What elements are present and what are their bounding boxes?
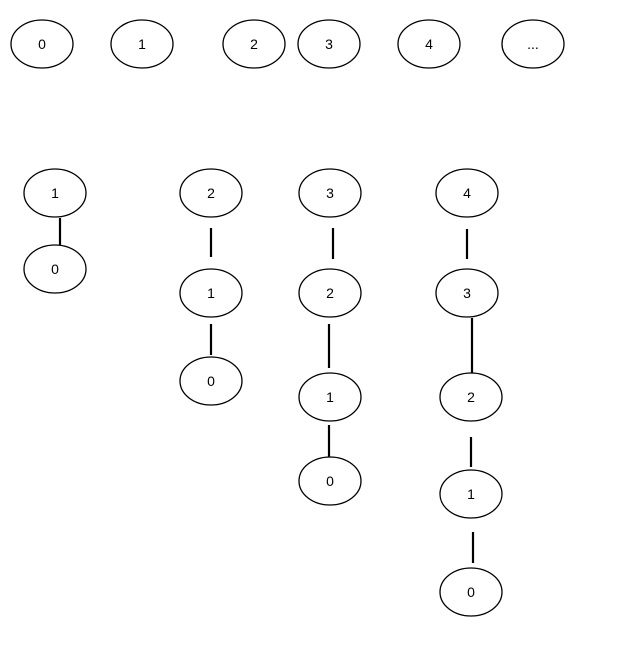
chain-3-node-0-ellipse [435, 168, 499, 218]
chain-1-node-0: 2 [179, 168, 243, 218]
chain-0: 10 [23, 168, 87, 294]
chain-3-node-0-label: 4 [463, 185, 471, 201]
chain-2-node-0: 3 [298, 168, 362, 218]
chain-0-node-1-ellipse [23, 244, 87, 294]
top-node-4: 4 [397, 19, 461, 69]
chain-3-node-3-ellipse [439, 469, 503, 519]
top-row-nodes: 0 1 2 3 4... [10, 19, 565, 69]
chain-1-node-1-label: 1 [207, 285, 215, 301]
chain-2-node-3: 0 [298, 456, 362, 506]
chain-2-node-3-ellipse [298, 456, 362, 506]
chain-0-node-0: 1 [23, 168, 87, 218]
top-node-4-ellipse [397, 19, 461, 69]
chain-3-node-2-ellipse [439, 372, 503, 422]
top-node-1-label: 1 [138, 36, 146, 52]
chain-3-node-4-ellipse [439, 567, 503, 617]
chain-2-node-0-ellipse [298, 168, 362, 218]
chain-1-node-2: 0 [179, 356, 243, 406]
chain-2-node-3-label: 0 [326, 473, 334, 489]
chain-2-node-2-label: 1 [326, 389, 334, 405]
chain-1-node-2-ellipse [179, 356, 243, 406]
chain-1-node-2-label: 0 [207, 373, 215, 389]
chain-3-node-3: 1 [439, 469, 503, 519]
chain-3-node-2-label: 2 [467, 389, 475, 405]
top-node-0-label: 0 [38, 36, 46, 52]
chain-1-node-0-ellipse [179, 168, 243, 218]
chain-2-node-2: 1 [298, 372, 362, 422]
chain-2-node-1-ellipse [298, 268, 362, 318]
chain-3-node-2: 2 [439, 372, 503, 422]
top-node-3-ellipse [297, 19, 361, 69]
top-node-4-label: 4 [425, 36, 433, 52]
chain-0-node-1: 0 [23, 244, 87, 294]
chain-3-node-1: 3 [435, 268, 499, 318]
chain-1-node-1-ellipse [179, 268, 243, 318]
top-node-5-label: ... [527, 36, 539, 52]
top-node-5: ... [501, 19, 565, 69]
chain-3-node-4: 0 [439, 567, 503, 617]
chain-2-node-2-ellipse [298, 372, 362, 422]
chain-1: 2 1 0 [179, 168, 243, 406]
top-node-1: 1 [110, 19, 174, 69]
top-node-3: 3 [297, 19, 361, 69]
chain-1-node-0-label: 2 [207, 185, 215, 201]
chain-3-node-1-label: 3 [463, 285, 471, 301]
top-node-3-label: 3 [325, 36, 333, 52]
chain-3: 4 3 2 1 0 [435, 168, 503, 617]
chain-0-node-0-ellipse [23, 168, 87, 218]
top-node-0: 0 [10, 19, 74, 69]
chain-3-node-0: 4 [435, 168, 499, 218]
chain-3-node-3-label: 1 [467, 486, 475, 502]
chain-1-node-1: 1 [179, 268, 243, 318]
top-node-1-ellipse [110, 19, 174, 69]
chain-3-node-4-label: 0 [467, 584, 475, 600]
chain-0-node-1-label: 0 [51, 261, 59, 277]
chain-2-node-1: 2 [298, 268, 362, 318]
chain-0-node-0-label: 1 [51, 185, 59, 201]
top-node-0-ellipse [10, 19, 74, 69]
top-node-2-label: 2 [250, 36, 258, 52]
chain-2: 3 2 1 0 [298, 168, 362, 506]
chain-3-node-1-ellipse [435, 268, 499, 318]
chain-2-node-0-label: 3 [326, 185, 334, 201]
top-node-5-ellipse [501, 19, 565, 69]
top-node-2: 2 [222, 19, 286, 69]
top-node-2-ellipse [222, 19, 286, 69]
chain-2-node-1-label: 2 [326, 285, 334, 301]
